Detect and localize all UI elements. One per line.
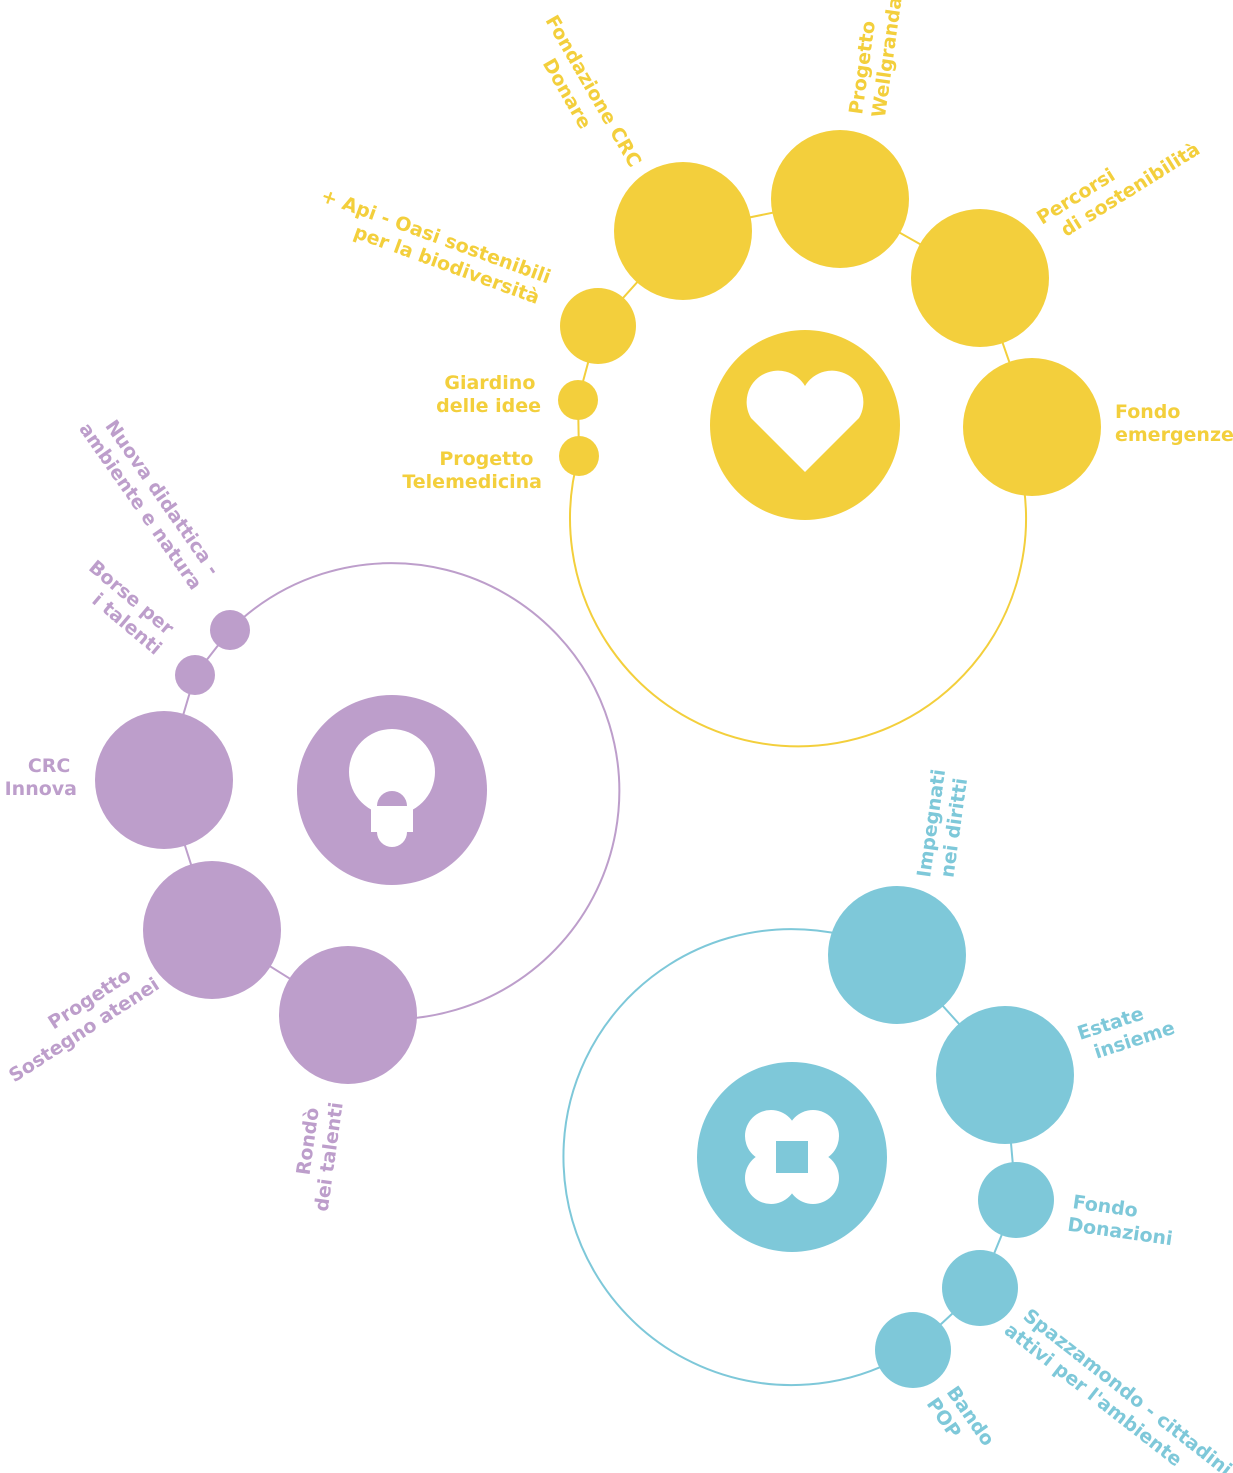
label-telemedicina: Progetto Telemedicina (402, 448, 542, 493)
yellow-orbit-ring (569, 454, 1027, 748)
label-borse-talenti: Borse per i talenti (70, 556, 183, 661)
svg-text:Impegnati nei diritti: Impegnati nei diritti (913, 761, 974, 882)
svg-text:Borse per i talenti: Borse per i talenti (70, 556, 183, 661)
label-line: attivi per l'ambiente (1000, 1319, 1186, 1471)
label-sostegno-atenei: Progetto Sostegno atenei (0, 954, 163, 1087)
svg-text:Fondazione CRC Donare: Fondazione CRC Donare (520, 12, 649, 189)
svg-text:Progetto Wellgranda: Progetto Wellgranda (845, 0, 907, 119)
label-rondo-talenti: Rondò dei talenti (288, 1098, 348, 1213)
label-line: CRC (28, 755, 71, 777)
label-line: Progetto (439, 448, 533, 470)
node-fondazione-crc-donare (614, 162, 752, 300)
label-spazzamondo: Spazzamondo - cittadini attivi per l'amb… (1000, 1301, 1233, 1473)
node-percorsi-sostenibilita (911, 209, 1049, 347)
node-rondo-talenti (279, 946, 417, 1084)
label-line: Innova (5, 778, 77, 800)
clover-icon (745, 1110, 839, 1204)
svg-text:Fondo Donazioni: Fondo Donazioni (1066, 1191, 1177, 1250)
heart-icon (746, 370, 864, 472)
label-impegnati-diritti: Impegnati nei diritti (913, 761, 974, 882)
node-estate-insieme (936, 1006, 1074, 1144)
svg-text:Progetto Sostegno aten: Progetto Sostegno atenei (0, 954, 163, 1087)
label-line: Telemedicina (402, 471, 542, 493)
label-giardino-idee: Giardino delle idee (436, 372, 542, 417)
label-line: Fondo (1115, 401, 1180, 423)
node-borse-talenti (175, 655, 215, 695)
label-bando-pop: Bando POP (922, 1381, 1003, 1469)
lightbulb-icon (349, 729, 435, 847)
label-fondo-emergenze: Fondo emergenze (1115, 401, 1233, 446)
node-spazzamondo (942, 1250, 1018, 1326)
label-line: emergenze (1115, 424, 1233, 446)
label-line: Giardino (444, 372, 535, 394)
label-line: delle idee (436, 395, 541, 417)
svg-text:+ Api - Oasi sostenibili: + Api - Oasi sostenibili per la biodiver… (310, 185, 560, 313)
node-impegnati-diritti (828, 886, 966, 1024)
svg-text:Bando POP: Bando POP (922, 1381, 1003, 1469)
yellow-group: Fondazione CRC Donare Progetto Wellgrand… (310, 0, 1233, 748)
svg-text:Percorsi di sostenibil: Percorsi di sostenibilità (1033, 119, 1204, 249)
node-fondo-emergenze (963, 358, 1101, 496)
node-bando-pop (875, 1312, 951, 1388)
node-nuova-didattica (210, 610, 250, 650)
label-estate-insieme: Estate insieme (1075, 995, 1178, 1067)
svg-text:Spazzamondo - cittadini: Spazzamondo - cittadini attivi per l'amb… (1000, 1301, 1233, 1473)
label-fondazione-crc-donare: Fondazione CRC Donare (520, 12, 649, 189)
label-api-oasi: + Api - Oasi sostenibili per la biodiver… (310, 185, 560, 313)
purple-orbit-ring (229, 562, 621, 1021)
node-giardino-idee (558, 380, 598, 420)
label-crc-innova: CRC Innova (5, 755, 77, 800)
purple-group: Nuova didattica - ambiente e natura Bors… (0, 416, 621, 1213)
node-crc-innova (95, 711, 233, 849)
cyan-group: Impegnati nei diritti Estate insieme Fon… (562, 761, 1233, 1473)
svg-text:Estate insieme: Estate insieme (1075, 995, 1178, 1067)
node-fondo-donazioni (978, 1162, 1054, 1238)
label-percorsi-sostenibilita: Percorsi di sostenibilità (1033, 119, 1204, 249)
label-progetto-wellgranda: Progetto Wellgranda (845, 0, 907, 119)
label-fondo-donazioni: Fondo Donazioni (1066, 1191, 1177, 1250)
svg-text:Rondò dei talenti: Rondò dei talenti (288, 1098, 348, 1213)
node-sostegno-atenei (143, 861, 281, 999)
node-progetto-wellgranda (771, 130, 909, 268)
node-api-oasi (560, 288, 636, 364)
node-telemedicina (559, 436, 599, 476)
cyan-orbit-ring (562, 928, 914, 1387)
label-line: Spazzamondo - cittadini (1019, 1305, 1233, 1473)
